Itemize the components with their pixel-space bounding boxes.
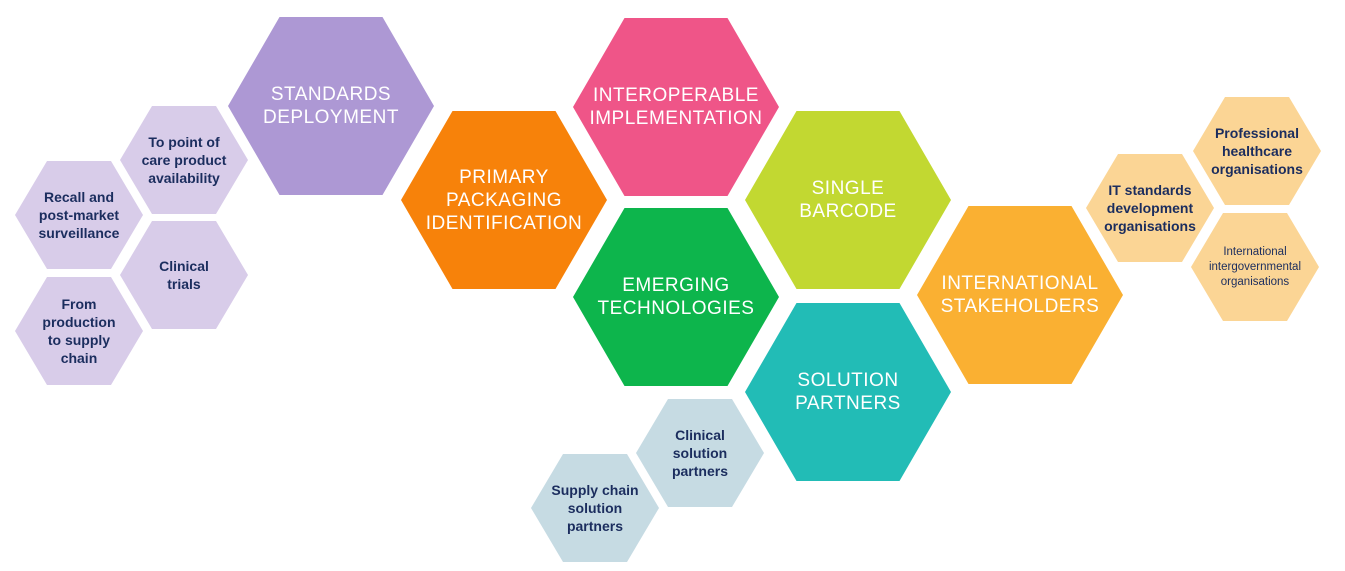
clinical-trials-text: Clinical trials: [159, 258, 209, 292]
international-intergovernmental-text: International intergovernmental organisa…: [1208, 245, 1302, 288]
solution-partners-text: SOLUTION PARTNERS: [795, 370, 901, 414]
interoperable-label: INTEROPERABLE IMPLEMENTATION: [578, 18, 774, 196]
it-standards-label: IT standards development organisations: [1089, 154, 1211, 262]
point-of-care-label: To point of care product availability: [123, 106, 245, 214]
it-standards-hexagon: [1086, 154, 1214, 262]
clinical-trials-hexagon: [120, 221, 248, 329]
professional-healthcare-label: Professional healthcare organisations: [1196, 97, 1318, 205]
production-supply-hexagon: [15, 277, 143, 385]
single-barcode-label: SINGLE BARCODE: [750, 111, 946, 289]
international-stakeholders-label: INTERNATIONAL STAKEHOLDERS: [922, 206, 1118, 384]
primary-packaging-hexagon: [401, 111, 607, 289]
standards-deployment-hexagon: [228, 17, 434, 195]
professional-healthcare-text: Professional healthcare organisations: [1211, 125, 1303, 177]
primary-packaging-text: PRIMARY PACKAGING IDENTIFICATION: [425, 166, 583, 234]
interoperable-text: INTEROPERABLE IMPLEMENTATION: [589, 85, 763, 129]
supply-chain-solution-partners-text: Supply chain solution partners: [551, 482, 639, 534]
emerging-tech-text: EMERGING TECHNOLOGIES: [597, 275, 755, 319]
clinical-trials-label: Clinical trials: [123, 221, 245, 329]
recall-text: Recall and post-market surveillance: [38, 189, 120, 241]
solution-partners-label: SOLUTION PARTNERS: [750, 303, 946, 481]
emerging-tech-label: EMERGING TECHNOLOGIES: [578, 208, 774, 386]
solution-partners-hexagon: [745, 303, 951, 481]
production-supply-text: From production to supply chain: [42, 296, 116, 366]
professional-healthcare-hexagon: [1193, 97, 1321, 205]
emerging-tech-hexagon: [573, 208, 779, 386]
clinical-solution-partners-text: Clinical solution partners: [671, 427, 728, 479]
international-intergovernmental-hexagon: [1191, 213, 1319, 321]
recall-hexagon: [15, 161, 143, 269]
supply-chain-solution-partners-label: Supply chain solution partners: [534, 454, 656, 562]
supply-chain-solution-partners-hexagon: [531, 454, 659, 562]
recall-label: Recall and post-market surveillance: [18, 161, 140, 269]
single-barcode-text: SINGLE BARCODE: [799, 178, 897, 222]
international-intergovernmental-label: International intergovernmental organisa…: [1194, 213, 1316, 321]
international-stakeholders-hexagon: [917, 206, 1123, 384]
primary-packaging-label: PRIMARY PACKAGING IDENTIFICATION: [406, 111, 602, 289]
standards-deployment-label: STANDARDS DEPLOYMENT: [233, 17, 429, 195]
it-standards-text: IT standards development organisations: [1104, 182, 1196, 234]
standards-deployment-text: STANDARDS DEPLOYMENT: [263, 84, 399, 128]
point-of-care-hexagon: [120, 106, 248, 214]
international-stakeholders-text: INTERNATIONAL STAKEHOLDERS: [940, 273, 1100, 317]
clinical-solution-partners-label: Clinical solution partners: [639, 399, 761, 507]
clinical-solution-partners-hexagon: [636, 399, 764, 507]
production-supply-label: From production to supply chain: [18, 277, 140, 385]
point-of-care-text: To point of care product availability: [141, 134, 227, 186]
interoperable-hexagon: [573, 18, 779, 196]
single-barcode-hexagon: [745, 111, 951, 289]
